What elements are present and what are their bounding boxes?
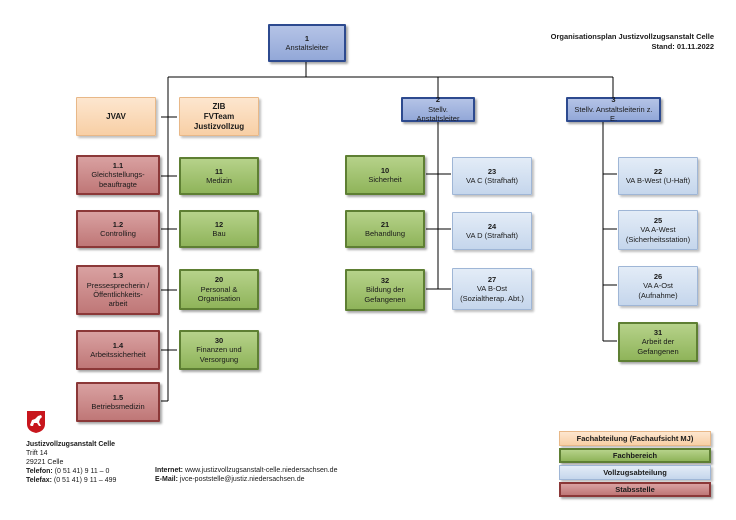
box-label: Bau — [212, 229, 226, 238]
box-number: 32 — [380, 275, 390, 285]
box-label: Behandlung — [364, 229, 406, 238]
box-number: 1.1 — [112, 160, 124, 170]
legend-stabsstelle: Stabsstelle — [559, 482, 711, 497]
box-24-va-d: 24 VA D (Strafhaft) — [452, 212, 532, 250]
box-number: 25 — [653, 215, 663, 225]
box-1-2-controlling: 1.2 Controlling — [76, 210, 160, 248]
box-number: 10 — [380, 165, 390, 175]
box-12-bau: 12 Bau — [179, 210, 259, 248]
org-name: Justizvollzugsanstalt Celle — [26, 441, 116, 448]
box-zib-fvteam: ZIB FVTeam Justizvollzug — [179, 97, 259, 136]
box-label: Personal & Organisation — [197, 284, 241, 304]
plan-title: Organisationsplan Justizvollzugsanstalt … — [550, 32, 714, 41]
box-11-medizin: 11 Medizin — [179, 157, 259, 195]
box-3-stellv-anstaltsleiterin: 3 Stellv. Anstaltsleiterin z. E. — [566, 95, 661, 124]
box-label: Controlling — [100, 229, 136, 238]
box-number: 24 — [487, 221, 497, 231]
box-1-5-betriebsmedizin: 1.5 Betriebsmedizin — [76, 382, 160, 422]
street: Trift 14 — [26, 450, 48, 458]
plan-date: Stand: 01.11.2022 — [651, 41, 714, 51]
box-number: 3 — [611, 95, 616, 105]
box-number: 20 — [214, 275, 224, 285]
box-2-stellv-anstaltsleiter: 2 Stellv. Anstaltsleiter — [401, 95, 475, 124]
footer-address: Justizvollzugsanstalt Celle Trift 14 292… — [26, 440, 116, 485]
box-31-arbeit-der-gefangenen: 31 Arbeit der Gefangenen — [618, 322, 698, 362]
box-label: VA B-Ost (Sozialtherap. Abt.) — [460, 284, 524, 303]
box-number: 1 — [304, 33, 310, 43]
email-label: E-Mail: — [155, 476, 178, 484]
box-number: 1.3 — [112, 271, 124, 281]
box-1-3-pressesprecherin: 1.3 Pressesprecherin / Öffentlichkeits- … — [76, 265, 160, 315]
box-label: Finanzen und Versorgung — [196, 345, 242, 364]
internet-link[interactable]: www.justizvollzugsanstalt-celle.niedersa… — [184, 467, 338, 474]
box-number: 1.4 — [112, 340, 124, 350]
legend-fachbereich: Fachbereich — [559, 448, 711, 463]
box-number: 23 — [487, 166, 497, 176]
footer-contact: Internet: www.justizvollzugsanstalt-cell… — [155, 466, 337, 484]
box-30-finanzen-versorgung: 30 Finanzen und Versorgung — [179, 330, 259, 370]
box-label: Bildung der Gefangenen — [364, 285, 406, 304]
box-label: VA C (Strafhaft) — [466, 176, 518, 185]
legend-vollzugsabteilung: Vollzugsabteilung — [559, 465, 711, 480]
box-label: Arbeitssicherheit — [90, 350, 146, 359]
box-number: 1.2 — [112, 219, 124, 229]
email-link[interactable]: jvce-poststelle@justiz.niedersachsen.de — [179, 476, 305, 484]
box-27-va-b-ost: 27 VA B-Ost (Sozialtherap. Abt.) — [452, 268, 532, 310]
box-label: ZIB FVTeam Justizvollzug — [193, 101, 245, 131]
phone-number: (0 51 41) 9 11 – 0 — [54, 468, 110, 476]
box-label: Stellv. Anstaltsleiterin z. E. — [574, 104, 653, 124]
box-label: Medizin — [206, 176, 232, 185]
fax-label: Telefax: — [26, 477, 52, 485]
box-number: 2 — [435, 95, 441, 105]
box-1-anstaltsleiter: 1 Anstaltsleiter — [268, 24, 346, 62]
box-label: Pressesprecherin / Öffentlichkeits- arbe… — [86, 280, 150, 309]
box-label: Arbeit der Gefangenen — [637, 337, 679, 356]
box-label: Betriebsmedizin — [91, 402, 145, 411]
phone-label: Telefon: — [26, 468, 53, 476]
box-10-sicherheit: 10 Sicherheit — [345, 155, 425, 195]
box-number: 30 — [214, 335, 224, 345]
box-label: Anstaltsleiter — [285, 43, 329, 52]
box-number: 21 — [380, 219, 390, 229]
box-1-1-gleichstellung: 1.1 Gleichstellungs- beauftragte — [76, 155, 160, 195]
box-number: 26 — [653, 271, 663, 281]
niedersachsen-horse-logo-icon — [27, 411, 45, 433]
box-number: 11 — [215, 166, 223, 176]
box-32-bildung-der-gefangenen: 32 Bildung der Gefangenen — [345, 269, 425, 311]
plan-header: Organisationsplan Justizvollzugsanstalt … — [551, 32, 714, 52]
box-label: VA A-Ost (Aufnahme) — [638, 281, 678, 300]
box-label: Stellv. Anstaltsleiter — [416, 104, 460, 124]
internet-label: Internet: — [155, 467, 183, 474]
city: 29221 Celle — [26, 459, 64, 467]
box-26-va-a-ost: 26 VA A-Ost (Aufnahme) — [618, 266, 698, 306]
legend-fachabteilung: Fachabteilung (Fachaufsicht MJ) — [559, 431, 711, 446]
box-25-va-a-west: 25 VA A-West (Sicherheitsstation) — [618, 210, 698, 250]
box-label: Gleichstellungs- beauftragte — [91, 170, 145, 189]
box-label: JVAV — [106, 111, 126, 121]
box-number: 27 — [487, 274, 497, 284]
box-21-behandlung: 21 Behandlung — [345, 210, 425, 248]
box-label: Sicherheit — [368, 175, 402, 184]
box-20-personal-organisation: 20 Personal & Organisation — [179, 269, 259, 310]
box-jvav: JVAV — [76, 97, 156, 136]
box-22-va-b-west: 22 VA B-West (U-Haft) — [618, 157, 698, 195]
box-label: VA D (Strafhaft) — [466, 231, 518, 240]
box-1-4-arbeitssicherheit: 1.4 Arbeitssicherheit — [76, 330, 160, 370]
box-number: 31 — [653, 327, 663, 337]
box-number: 12 — [214, 219, 224, 229]
box-label: VA A-West (Sicherheitsstation) — [625, 225, 691, 244]
box-number: 1.5 — [112, 392, 124, 402]
box-number: 22 — [653, 166, 663, 176]
fax-number: (0 51 41) 9 11 – 499 — [53, 477, 117, 485]
box-23-va-c: 23 VA C (Strafhaft) — [452, 157, 532, 195]
box-label: VA B-West (U-Haft) — [625, 176, 691, 185]
